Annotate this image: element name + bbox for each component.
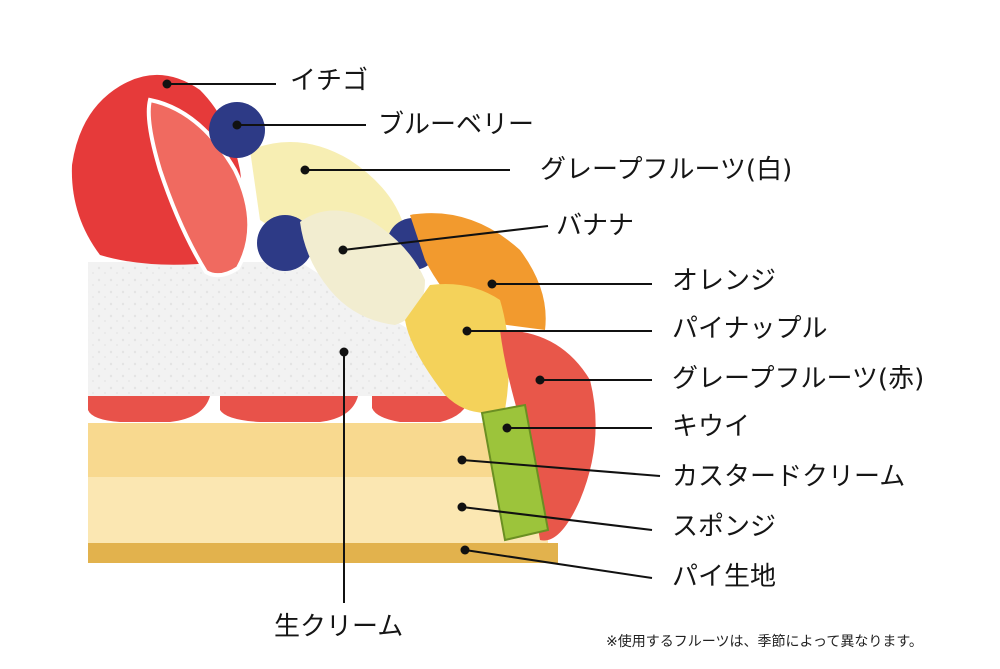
grapefruit-red [500, 330, 596, 541]
dot-blueberry [232, 120, 242, 130]
dot-sponge [457, 502, 467, 512]
blueberry-2 [257, 215, 313, 271]
label-orange: オレンジ [672, 266, 777, 296]
strawberry-slice-3 [372, 396, 470, 422]
label-strawberry: イチゴ [290, 66, 369, 96]
label-custard-cream: カスタードクリーム [672, 462, 906, 492]
leader-banana [342, 225, 549, 251]
label-grapefruit-red: グレープフルーツ(赤) [672, 364, 925, 394]
strawberry-slice-2 [220, 396, 358, 422]
label-blueberry: ブルーベリー [378, 110, 535, 140]
dot-custard [457, 455, 467, 465]
dot-fresh-cream [339, 347, 349, 357]
dot-pineapple [462, 326, 472, 336]
leader-sponge [461, 506, 653, 531]
label-pineapple: パイナップル [672, 314, 828, 344]
strawberry-slice-1 [88, 396, 210, 422]
label-banana: バナナ [556, 211, 635, 241]
leader-pie-crust [464, 549, 653, 579]
dot-strawberry [162, 79, 172, 89]
dot-orange [487, 279, 497, 289]
blueberry-1 [209, 102, 265, 158]
label-fresh-cream: 生クリーム [274, 612, 404, 642]
sponge-layer [88, 477, 548, 543]
dot-grapefruit-white [300, 165, 310, 175]
kiwi [480, 403, 550, 542]
dot-kiwi [502, 423, 512, 433]
label-kiwi: キウイ [672, 412, 751, 442]
pie-crust-layer [88, 543, 558, 563]
fresh-cream-layer [88, 262, 470, 396]
banana [300, 210, 425, 325]
footnote: ※使用するフルーツは、季節によって異なります。 [606, 634, 923, 650]
dot-pie-crust [460, 545, 470, 555]
label-pie-crust: パイ生地 [672, 562, 777, 592]
label-grapefruit-white: グレープフルーツ(白) [540, 155, 793, 185]
leader-dots [162, 79, 545, 555]
pineapple [405, 284, 509, 413]
label-sponge: スポンジ [672, 512, 777, 542]
custard-layer [88, 423, 538, 477]
leader-custard [461, 459, 661, 477]
dot-grapefruit-red [535, 375, 545, 385]
leader-lines [167, 83, 661, 603]
orange [410, 213, 546, 330]
dot-banana [338, 245, 348, 255]
